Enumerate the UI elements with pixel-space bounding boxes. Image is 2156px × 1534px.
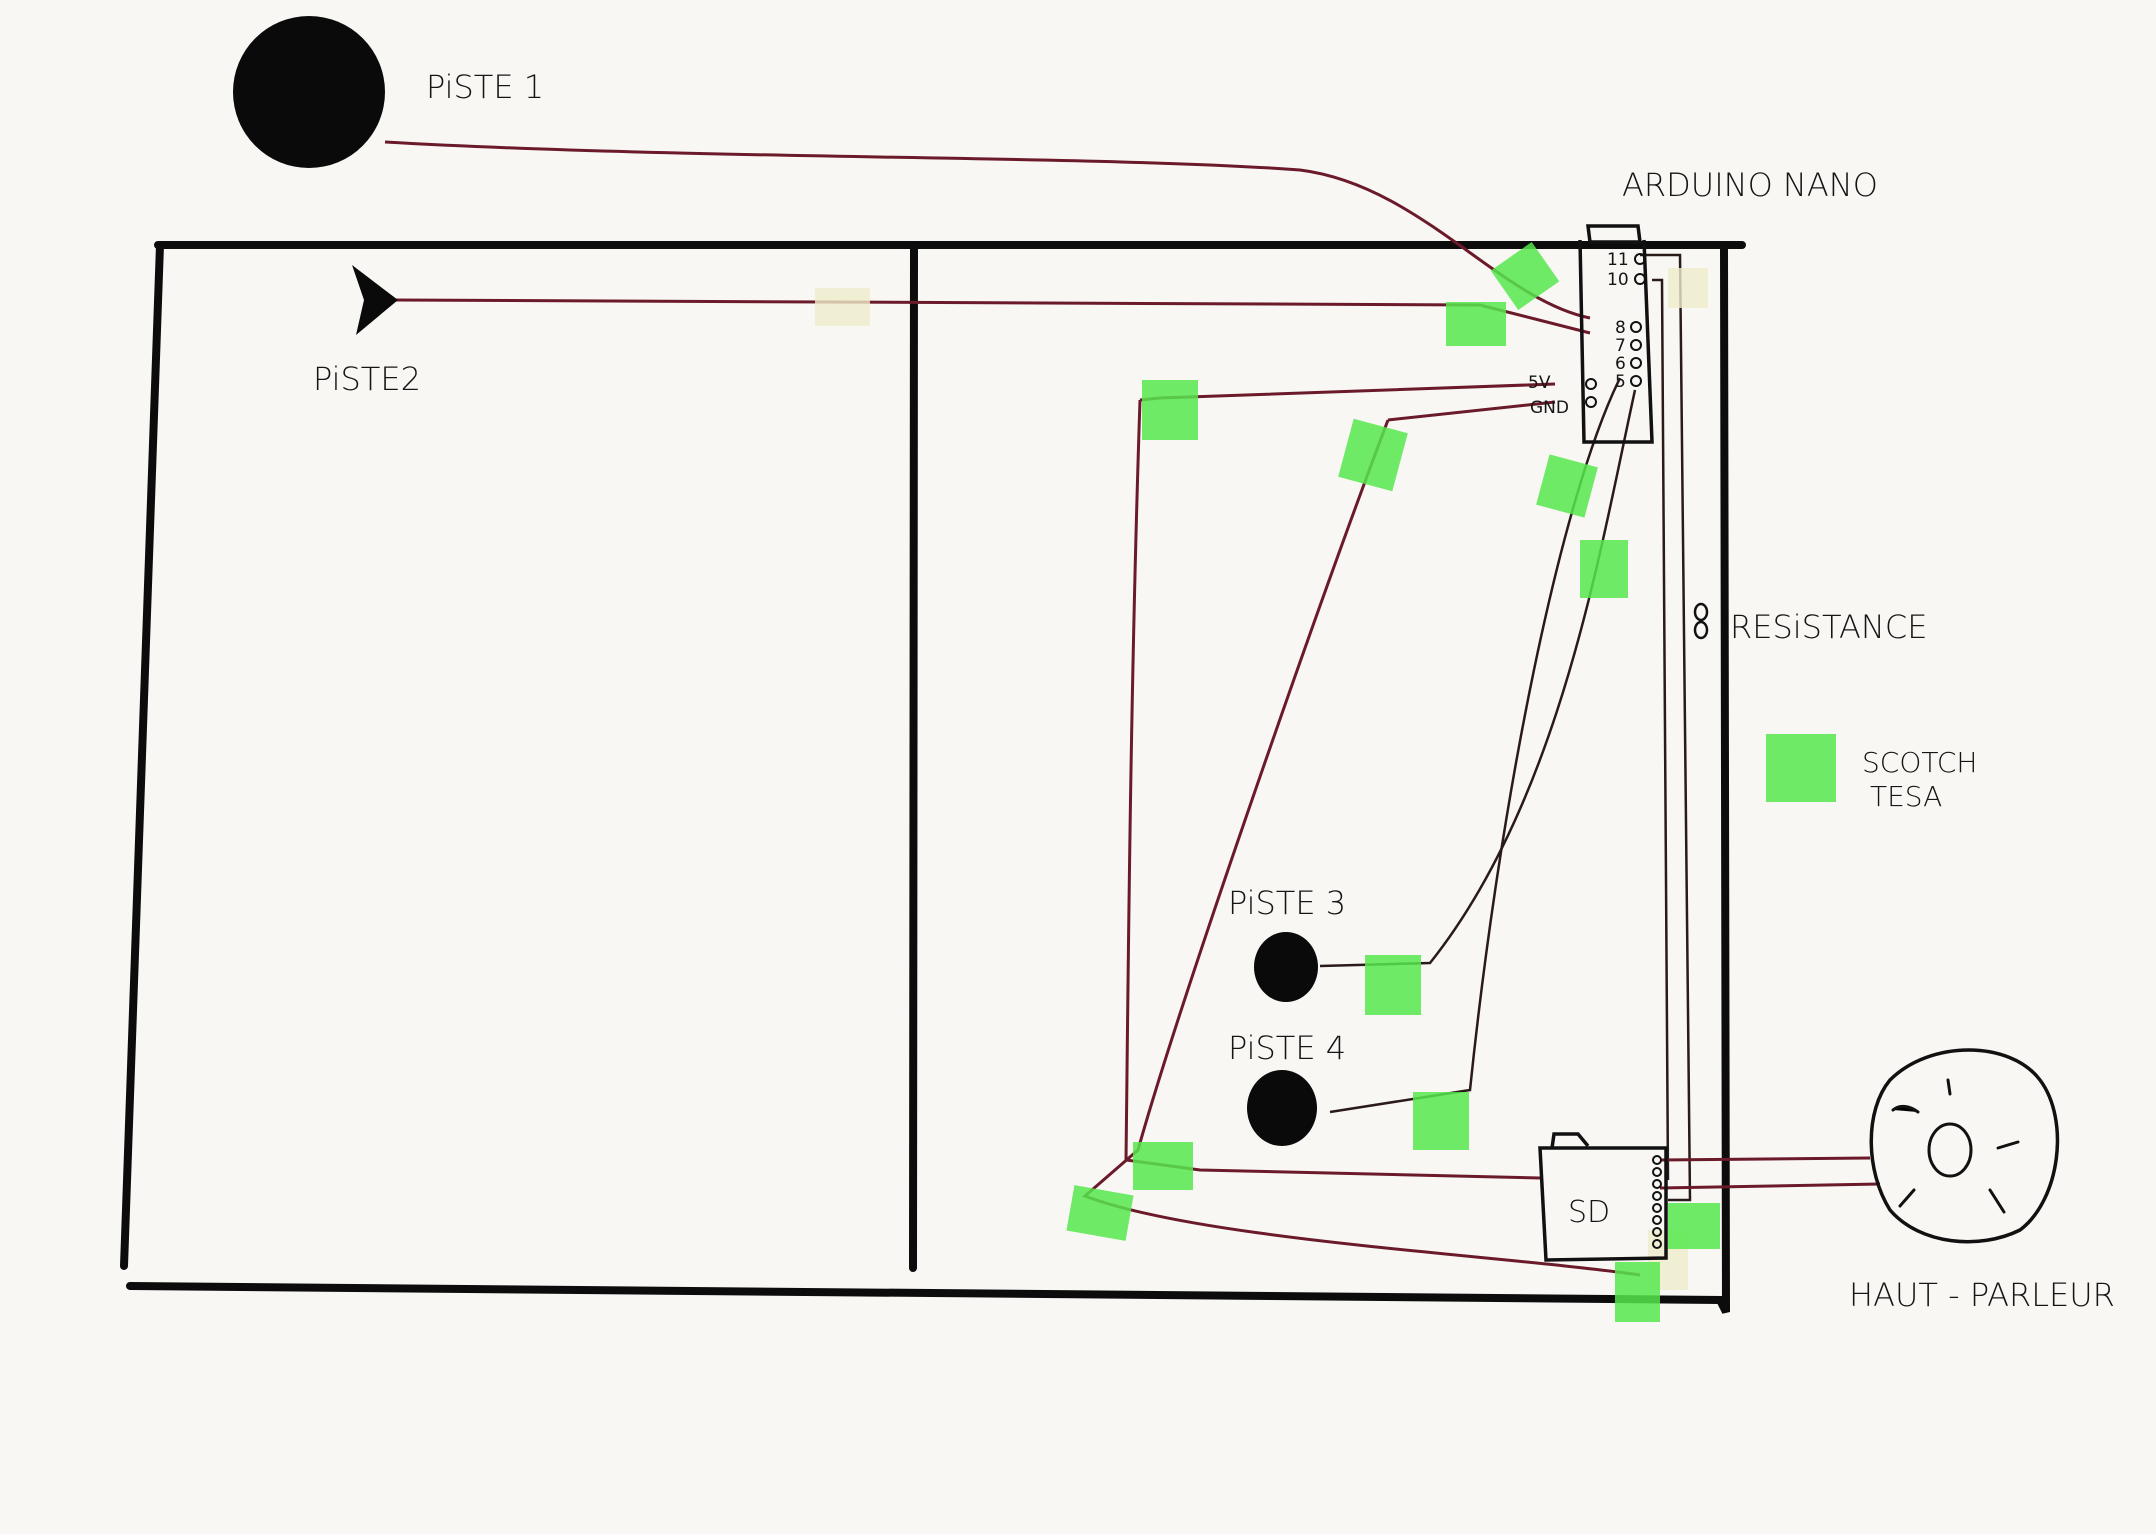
speaker-label: HAUT - PARLEUR	[1849, 1276, 2115, 1314]
tape-legend: SCOTCH TESA	[1766, 734, 1977, 813]
piste-3-label: PiSTE 3	[1228, 884, 1346, 922]
tape-legend-line1: SCOTCH	[1862, 746, 1977, 779]
speaker: HAUT - PARLEUR	[1849, 1048, 2115, 1314]
pin-gnd-label: GND	[1530, 398, 1569, 418]
pin-8-label: 8	[1615, 318, 1626, 338]
sd-module: SD	[1538, 1132, 1668, 1262]
piste-3: PiSTE 3	[1228, 884, 1346, 1002]
resistance-label: RESiSTANCE	[1730, 608, 1927, 646]
pin-5-label: 5	[1615, 372, 1626, 392]
speaker-icon	[1869, 1048, 2060, 1244]
pin-11-label: 11	[1607, 250, 1629, 270]
piste-3-pad	[1254, 932, 1318, 1002]
piste-4-label: PiSTE 4	[1228, 1029, 1346, 1067]
pin-7-label: 7	[1615, 336, 1626, 356]
pin-5v-label: 5V	[1528, 373, 1551, 393]
piste-2-label: PiSTE2	[313, 360, 421, 398]
pin-6-label: 6	[1615, 354, 1626, 374]
pin-10-label: 10	[1607, 270, 1629, 290]
resistor-icon	[1693, 602, 1709, 622]
tape-legend-swatch	[1766, 734, 1836, 802]
resistance: RESiSTANCE	[1693, 602, 1927, 646]
arduino-nano: ARDUINO NANO 11 10 8 7 6 5 5V GND	[1528, 166, 1878, 444]
piste-4: PiSTE 4	[1228, 1029, 1346, 1146]
arduino-label: ARDUINO NANO	[1622, 166, 1878, 204]
piste-1: PiSTE 1	[233, 16, 544, 168]
board-divider	[909, 243, 918, 1272]
piste-2-pad	[352, 265, 398, 335]
tape-pieces	[815, 242, 1720, 1322]
piste-1-label: PiSTE 1	[426, 68, 544, 106]
piste-4-pad	[1247, 1070, 1317, 1146]
wires	[384, 140, 1881, 1277]
piste-2: PiSTE2	[313, 265, 421, 398]
piste-1-pad	[233, 16, 385, 168]
tape-legend-line2: TESA	[1870, 780, 1942, 813]
board-frame	[120, 241, 1746, 1314]
sd-label: SD	[1568, 1195, 1610, 1230]
